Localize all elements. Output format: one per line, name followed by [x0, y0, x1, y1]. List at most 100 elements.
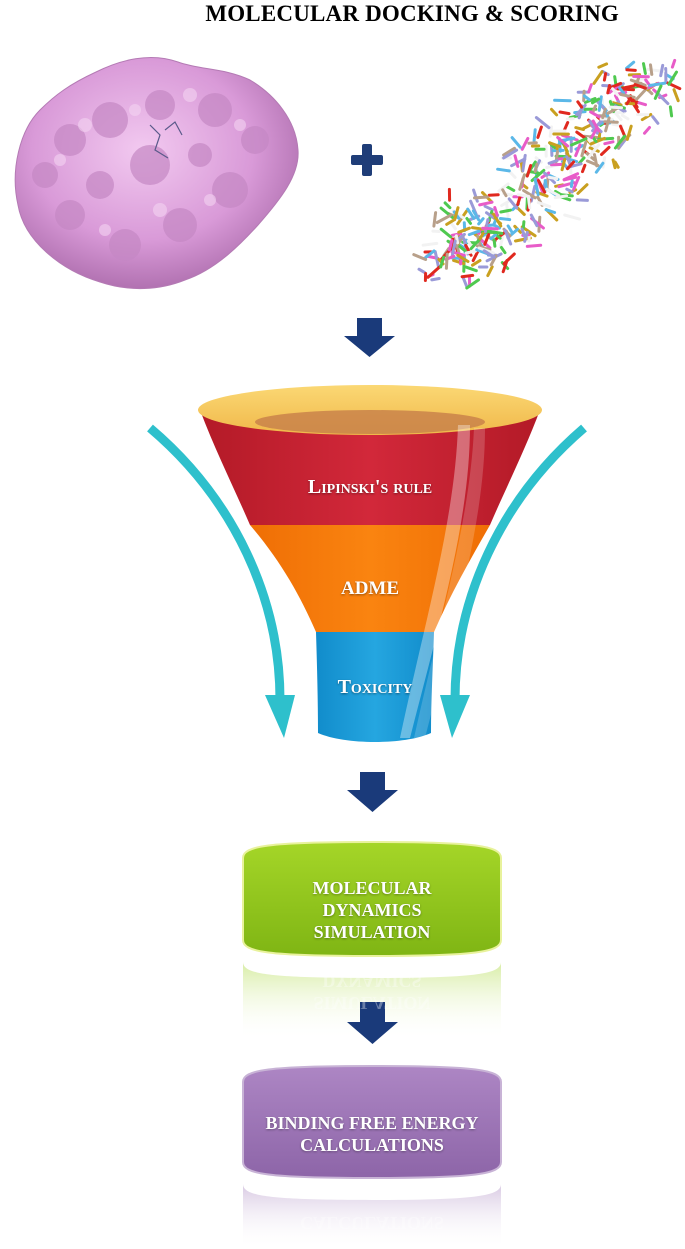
ligand-bond: [492, 238, 497, 248]
ligand-bond: [608, 81, 623, 90]
ligand-bond: [574, 126, 585, 131]
down-arrow-icon: [344, 318, 395, 357]
left-curved-arrow-icon: [147, 424, 295, 738]
ligand-bond: [637, 101, 647, 107]
ligand-bond: [466, 207, 476, 220]
ligand-bond: [550, 107, 559, 117]
right-curved-arrow-icon: [440, 424, 587, 738]
ligand-bond: [536, 201, 552, 208]
ligand-bond: [473, 195, 489, 200]
ligand-bond: [501, 188, 508, 198]
funnel-label-toxicity: Toxicity: [337, 676, 413, 698]
ligand-bond: [653, 84, 663, 100]
ligand-bond: [668, 105, 674, 118]
down-arrow-icon: [347, 772, 398, 812]
ligand-bond: [606, 84, 611, 95]
ligand-bond: [478, 231, 485, 241]
ligand-bond: [611, 87, 619, 97]
ligand-bond: [643, 126, 651, 135]
ligand-bond: [548, 141, 562, 148]
ligand-bond: [635, 87, 649, 101]
ligand-bond: [457, 226, 471, 234]
ligand-bond: [548, 125, 553, 138]
ligand-bond: [580, 140, 588, 158]
ligand-bond: [617, 86, 626, 95]
ligand-bond: [655, 91, 670, 106]
ligand-bond: [625, 60, 636, 70]
ligand-bond: [597, 95, 603, 112]
ligand-bond: [426, 265, 441, 279]
ligand-bond: [464, 249, 478, 255]
ligand-bond: [460, 273, 475, 279]
ligand-bond: [499, 208, 512, 214]
ligand-bond: [464, 265, 478, 273]
ligand-bond: [604, 116, 611, 133]
ligand-bond: [471, 259, 482, 267]
ligand-bond: [620, 113, 630, 121]
ligand-bond: [619, 93, 636, 99]
ligand-bond: [672, 88, 680, 103]
ligand-bond: [500, 200, 510, 207]
ligand-bond: [565, 187, 574, 194]
ligand-bond: [547, 175, 559, 181]
ligand-bond: [467, 229, 481, 237]
ligand-bond: [566, 160, 576, 171]
ligand-bond: [493, 206, 499, 217]
md-line-3: SIMULATION: [313, 922, 431, 942]
ligand-bond: [423, 249, 436, 260]
ligand-bond: [578, 156, 586, 165]
ligand-bond: [484, 229, 504, 235]
ligand-bond: [556, 136, 570, 148]
ligand-bond: [547, 159, 559, 165]
ligand-bond: [449, 221, 457, 231]
ligand-bond: [597, 130, 602, 140]
ligand-bond: [497, 182, 510, 193]
ligand-bond: [499, 246, 507, 255]
ligand-bond: [496, 167, 511, 173]
ligand-bond: [516, 193, 531, 198]
ligand-bond: [505, 185, 516, 192]
ligand-bond: [527, 196, 532, 210]
md-reflection-line-3: SIMULATION: [313, 993, 431, 1013]
ligand-bond: [649, 63, 654, 76]
ligand-bond: [601, 107, 607, 120]
md-simulation-box: [242, 840, 502, 1040]
ligand-bond: [503, 228, 513, 246]
ligand-bond: [536, 125, 543, 139]
ligand-library-image: [412, 58, 682, 290]
ligand-bond: [506, 224, 514, 234]
ligand-bond: [521, 220, 526, 230]
ligand-bond: [513, 154, 520, 168]
ligand-bond: [454, 234, 460, 245]
filter-funnel: [198, 385, 542, 742]
ligand-bond: [533, 162, 539, 173]
ligand-bond: [439, 227, 453, 239]
ligand-bond: [575, 130, 588, 140]
ligand-bond: [560, 157, 567, 172]
ligand-bond: [516, 195, 522, 207]
ligand-bond: [582, 94, 591, 102]
ligand-bond: [590, 97, 601, 105]
ligand-bond: [534, 116, 551, 130]
binding-energy-box: [242, 1064, 502, 1249]
ligand-bond: [475, 244, 492, 252]
ligand-bond: [642, 62, 647, 75]
ligand-bond: [528, 170, 540, 175]
ligand-bond: [625, 68, 637, 72]
ligand-bond: [600, 145, 611, 156]
ligand-bond: [458, 245, 467, 253]
ligand-bond: [522, 189, 537, 200]
ligand-bond: [563, 213, 581, 221]
ligand-bond: [461, 276, 469, 289]
ligand-bond: [450, 239, 457, 257]
ligand-bond: [581, 163, 587, 174]
ligand-bond: [502, 146, 516, 157]
binding-energy-reflection: CALCULATIONS: [243, 1212, 501, 1234]
ligand-bond: [518, 173, 526, 191]
ligand-bond: [659, 63, 665, 78]
ligand-bond: [590, 127, 598, 140]
ligand-bond: [558, 110, 571, 116]
ligand-bond: [594, 161, 605, 174]
diagram-title: MOLECULAR DOCKING & SCORING: [205, 1, 619, 26]
